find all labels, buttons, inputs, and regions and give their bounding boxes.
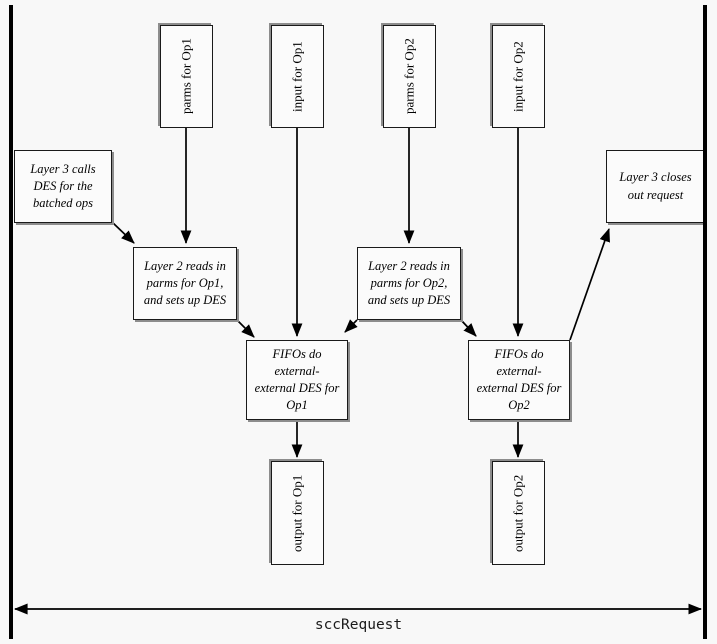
arrow-fifos-op2-to-layer3-closes [569, 228, 610, 341]
node-output-op1-label: output for Op1 [289, 474, 305, 552]
node-parms-op1[interactable]: parms for Op1 [160, 25, 213, 128]
arrow-layer3-calls-to-layer2-op1 [111, 221, 135, 244]
node-parms-op2-label: parms for Op2 [401, 38, 417, 115]
node-output-op2[interactable]: output for Op2 [492, 461, 545, 565]
arrow-layer2-op2-to-fifos-op2 [460, 319, 477, 337]
node-input-op2[interactable]: input for Op2 [492, 25, 545, 128]
span-label-sccrequest: sccRequest [314, 617, 403, 633]
right-boundary-bar [703, 5, 707, 639]
node-output-op1[interactable]: output for Op1 [271, 461, 324, 565]
node-input-op1-label: input for Op1 [289, 41, 305, 112]
node-parms-op2[interactable]: parms for Op2 [383, 25, 436, 128]
node-output-op2-label: output for Op2 [510, 474, 526, 552]
left-boundary-bar [9, 5, 13, 639]
node-parms-op1-label: parms for Op1 [178, 38, 194, 115]
arrow-layer2-op1-to-fifos-op1 [236, 319, 255, 338]
node-input-op1[interactable]: input for Op1 [271, 25, 324, 128]
node-input-op2-label: input for Op2 [510, 41, 526, 112]
arrow-layer2-op2-to-fifos-op1 [344, 319, 358, 333]
